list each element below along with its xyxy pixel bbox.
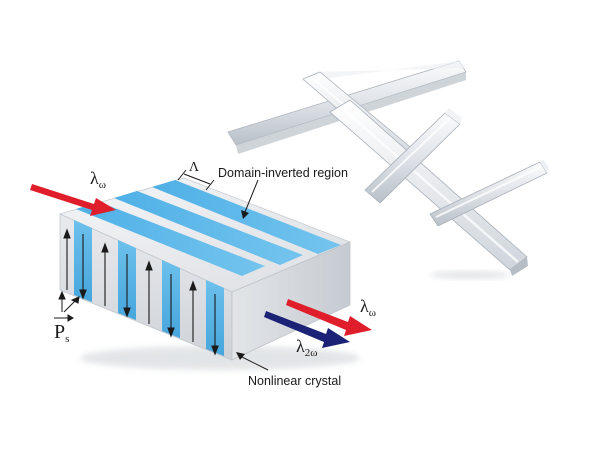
arrow-down xyxy=(79,234,87,300)
crystal-rods-photo xyxy=(227,60,549,279)
ps-overline-arrow xyxy=(54,314,74,322)
domain-stripes-top xyxy=(76,180,341,276)
input-wavelength-label: λω xyxy=(90,168,106,191)
polarization-arrows xyxy=(63,228,219,356)
period-label: Λ xyxy=(189,160,200,175)
crystal-callout-arrowhead xyxy=(236,352,245,360)
crystal-rod xyxy=(429,159,549,227)
ps-pointers xyxy=(58,290,80,313)
output-fundamental-label: λω xyxy=(360,296,376,319)
output-shg-label: λ2ω xyxy=(296,336,317,359)
crystal-callout-line xyxy=(239,355,269,371)
domain-inverted-label: Domain-inverted region xyxy=(218,166,348,180)
polarization-label: Ps xyxy=(54,321,69,345)
arrow-up xyxy=(145,260,153,324)
output-shg-arrow xyxy=(264,311,350,348)
nonlinear-crystal-label: Nonlinear crystal xyxy=(248,374,341,388)
nonlinear-crystal-block xyxy=(58,177,360,370)
crystal-rod xyxy=(364,108,462,204)
arrow-down xyxy=(123,254,131,318)
domain-callout-line xyxy=(244,179,259,213)
arrow-down xyxy=(167,274,175,338)
arrow-down xyxy=(211,294,219,356)
arrow-up xyxy=(63,228,71,290)
output-fundamental-arrow xyxy=(286,299,372,336)
crystal-rod xyxy=(329,99,528,276)
input-beam-arrow xyxy=(30,184,116,216)
domain-callout-arrowhead xyxy=(241,210,249,219)
arrow-up xyxy=(101,242,109,306)
arrow-up xyxy=(189,280,197,342)
period-marker xyxy=(177,169,215,191)
